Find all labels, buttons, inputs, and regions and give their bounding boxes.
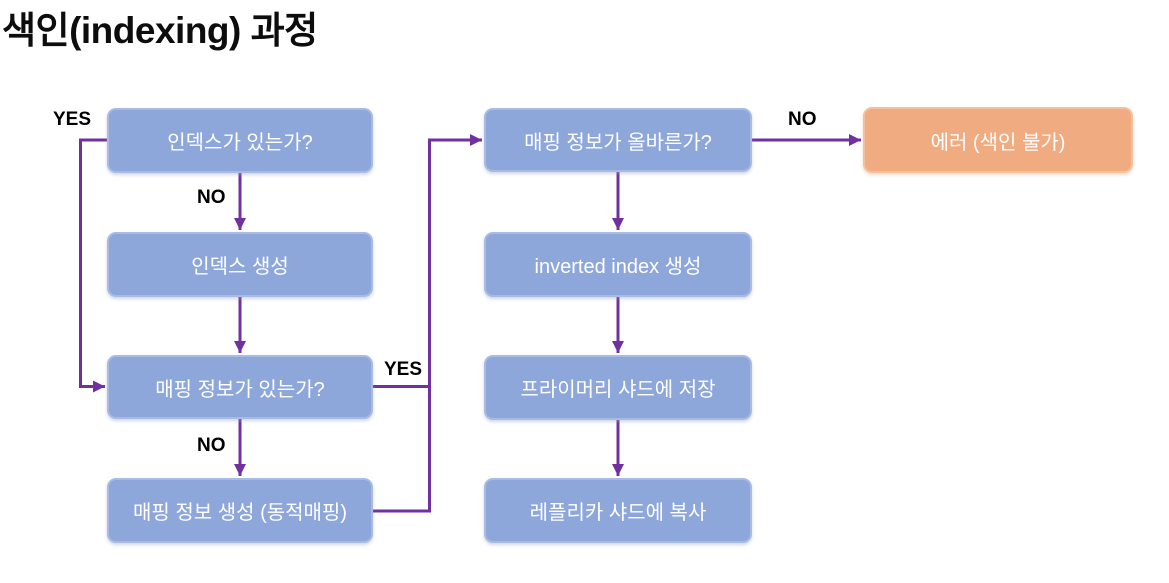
node-create-index: 인덱스 생성 [107,232,373,297]
edge-label-no-has-mapping: NO [197,435,226,456]
node-mapping-valid-label: 매핑 정보가 올바른가? [524,131,712,154]
node-error-label: 에러 (색인 불가) [930,131,1066,154]
node-has-index: 인덱스가 있는가? [107,108,373,173]
edge-label-no-mapping-valid: NO [788,109,817,130]
node-primary-shard: 프라이머리 샤드에 저장 [484,355,752,420]
edge-yes-hasindex-to-hasmapping [79,138,107,393]
node-replica-shard: 레플리카 샤드에 복사 [484,478,752,543]
node-mapping-valid: 매핑 정보가 올바른가? [484,108,752,172]
node-create-mapping: 매핑 정보 생성 (동적매핑) [107,478,373,543]
node-inverted-index: inverted index 생성 [484,232,752,297]
edge-up-to-mappingvalid [428,134,482,511]
edge-label-yes-has-index: YES [53,109,92,130]
edge-label-yes-has-mapping: YES [384,359,423,380]
node-error: 에러 (색인 불가) [863,107,1133,173]
node-create-mapping-label: 매핑 정보 생성 (동적매핑) [133,502,347,524]
edge-label-no-has-index: NO [197,187,226,208]
node-has-index-label: 인덱스가 있는가? [167,132,313,154]
node-has-mapping-label: 매핑 정보가 있는가? [155,378,325,401]
node-has-mapping: 매핑 정보가 있는가? [107,355,373,419]
node-primary-shard-label: 프라이머리 샤드에 저장 [520,379,716,401]
node-create-index-label: 인덱스 생성 [191,256,289,278]
node-replica-shard-label: 레플리카 샤드에 복사 [529,502,707,524]
node-inverted-index-label: inverted index 생성 [534,256,702,278]
page-title: 색인(indexing) 과정 [2,10,318,51]
